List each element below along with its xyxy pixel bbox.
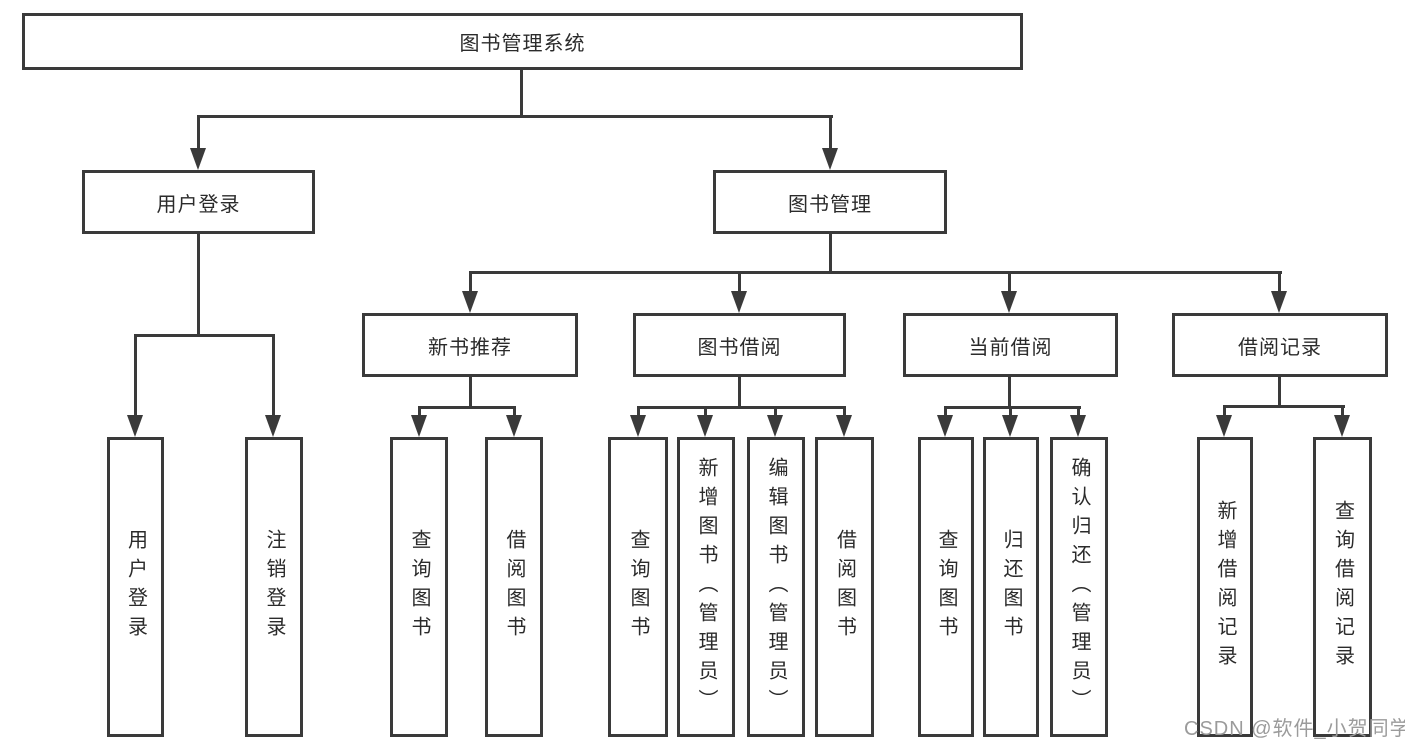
arrow-down-icon — [1216, 415, 1232, 437]
connector-line — [1008, 377, 1011, 408]
connector-line — [134, 334, 137, 416]
node-leaf-return-book: 归还图书 — [983, 437, 1039, 737]
node-label: 用户登录 — [156, 193, 241, 216]
node-root-library-system: 图书管理系统 — [22, 13, 1023, 70]
node-label: 图书借阅 — [697, 336, 782, 359]
node-label: 查询图书 — [935, 529, 957, 645]
node-label: 归还图书 — [1000, 529, 1022, 645]
node-book-borrowing: 图书借阅 — [633, 313, 846, 377]
arrow-down-icon — [767, 415, 783, 437]
arrow-down-icon — [1001, 291, 1017, 313]
connector-line — [1223, 405, 1345, 408]
connector-line — [1341, 405, 1344, 418]
arrow-down-icon — [630, 415, 646, 437]
arrow-down-icon — [411, 415, 427, 437]
arrow-down-icon — [731, 291, 747, 313]
node-leaf-user-login: 用户登录 — [107, 437, 164, 737]
csdn-watermark: CSDN @软件_小贺同学 — [1184, 718, 1405, 740]
arrow-down-icon — [462, 291, 478, 313]
node-label: 查询借阅记录 — [1331, 500, 1354, 674]
connector-line — [520, 69, 523, 117]
node-label: 新增借阅记录 — [1214, 500, 1236, 674]
arrow-down-icon — [506, 415, 522, 437]
connector-line — [944, 406, 1081, 409]
arrow-down-icon — [697, 415, 713, 437]
connector-line — [637, 406, 846, 409]
node-leaf-query-books-rec: 查询图书 — [390, 437, 448, 737]
arrow-down-icon — [836, 415, 852, 437]
connector-line — [829, 234, 832, 274]
node-current-borrowing: 当前借阅 — [903, 313, 1118, 377]
node-label: 新增图书（管理员） — [695, 456, 717, 718]
connector-line — [774, 406, 777, 418]
node-label: 图书管理系统 — [459, 33, 586, 55]
connector-line — [469, 271, 472, 293]
connector-line — [843, 406, 846, 418]
node-label: 新书推荐 — [428, 336, 512, 359]
node-leaf-add-book-admin: 新增图书（管理员） — [677, 437, 735, 737]
node-book-management: 图书管理 — [713, 170, 947, 234]
node-leaf-logout: 注销登录 — [245, 437, 303, 737]
connector-line — [738, 271, 741, 293]
node-label: 借阅图书 — [503, 529, 525, 645]
node-label: 注销登录 — [263, 529, 285, 645]
node-leaf-confirm-return-admin: 确认归还（管理员） — [1050, 437, 1108, 737]
connector-line — [418, 406, 421, 418]
arrow-down-icon — [1334, 415, 1350, 437]
connector-line — [1223, 405, 1226, 418]
arrow-down-icon — [937, 415, 953, 437]
connector-line — [134, 334, 275, 337]
connector-line — [829, 115, 832, 151]
connector-line — [469, 271, 1282, 274]
connector-line — [197, 115, 200, 151]
connector-line — [197, 115, 833, 118]
connector-line — [197, 234, 200, 336]
connector-line — [272, 334, 275, 416]
node-leaf-borrow-books: 借阅图书 — [815, 437, 874, 737]
arrow-down-icon — [1070, 415, 1086, 437]
connector-line — [637, 406, 640, 418]
connector-line — [469, 377, 472, 408]
arrow-down-icon — [127, 415, 143, 437]
connector-line — [1077, 406, 1080, 418]
connector-line — [738, 377, 741, 408]
node-leaf-query-books-current: 查询图书 — [918, 437, 974, 737]
node-leaf-edit-book-admin: 编辑图书（管理员） — [747, 437, 805, 737]
arrow-down-icon — [1002, 415, 1018, 437]
connector-line — [1009, 406, 1012, 418]
node-leaf-query-books-borrow: 查询图书 — [608, 437, 668, 737]
node-label: 编辑图书（管理员） — [765, 456, 787, 718]
connector-line — [1278, 377, 1281, 408]
connector-line — [944, 406, 947, 418]
arrow-down-icon — [190, 148, 206, 170]
node-leaf-borrow-books-rec: 借阅图书 — [485, 437, 543, 737]
arrow-down-icon — [1271, 291, 1287, 313]
arrow-down-icon — [822, 148, 838, 170]
node-label: 借阅图书 — [833, 529, 856, 645]
node-label: 当前借阅 — [968, 336, 1053, 359]
node-label: 图书管理 — [788, 193, 872, 216]
connector-line — [1008, 271, 1011, 293]
arrow-down-icon — [265, 415, 281, 437]
connector-line — [704, 406, 707, 418]
node-label: 用户登录 — [124, 529, 147, 645]
node-leaf-add-borrow-record: 新增借阅记录 — [1197, 437, 1253, 737]
node-borrowing-records: 借阅记录 — [1172, 313, 1388, 377]
node-label: 查询图书 — [627, 529, 649, 645]
connector-line — [1278, 271, 1281, 293]
node-new-book-recommendation: 新书推荐 — [362, 313, 578, 377]
node-label: 查询图书 — [408, 529, 430, 645]
node-label: 借阅记录 — [1238, 336, 1322, 359]
node-leaf-query-borrow-record: 查询借阅记录 — [1313, 437, 1372, 737]
connector-line — [513, 406, 516, 418]
node-label: 确认归还（管理员） — [1068, 456, 1090, 718]
connector-line — [418, 406, 516, 409]
node-user-login: 用户登录 — [82, 170, 315, 234]
